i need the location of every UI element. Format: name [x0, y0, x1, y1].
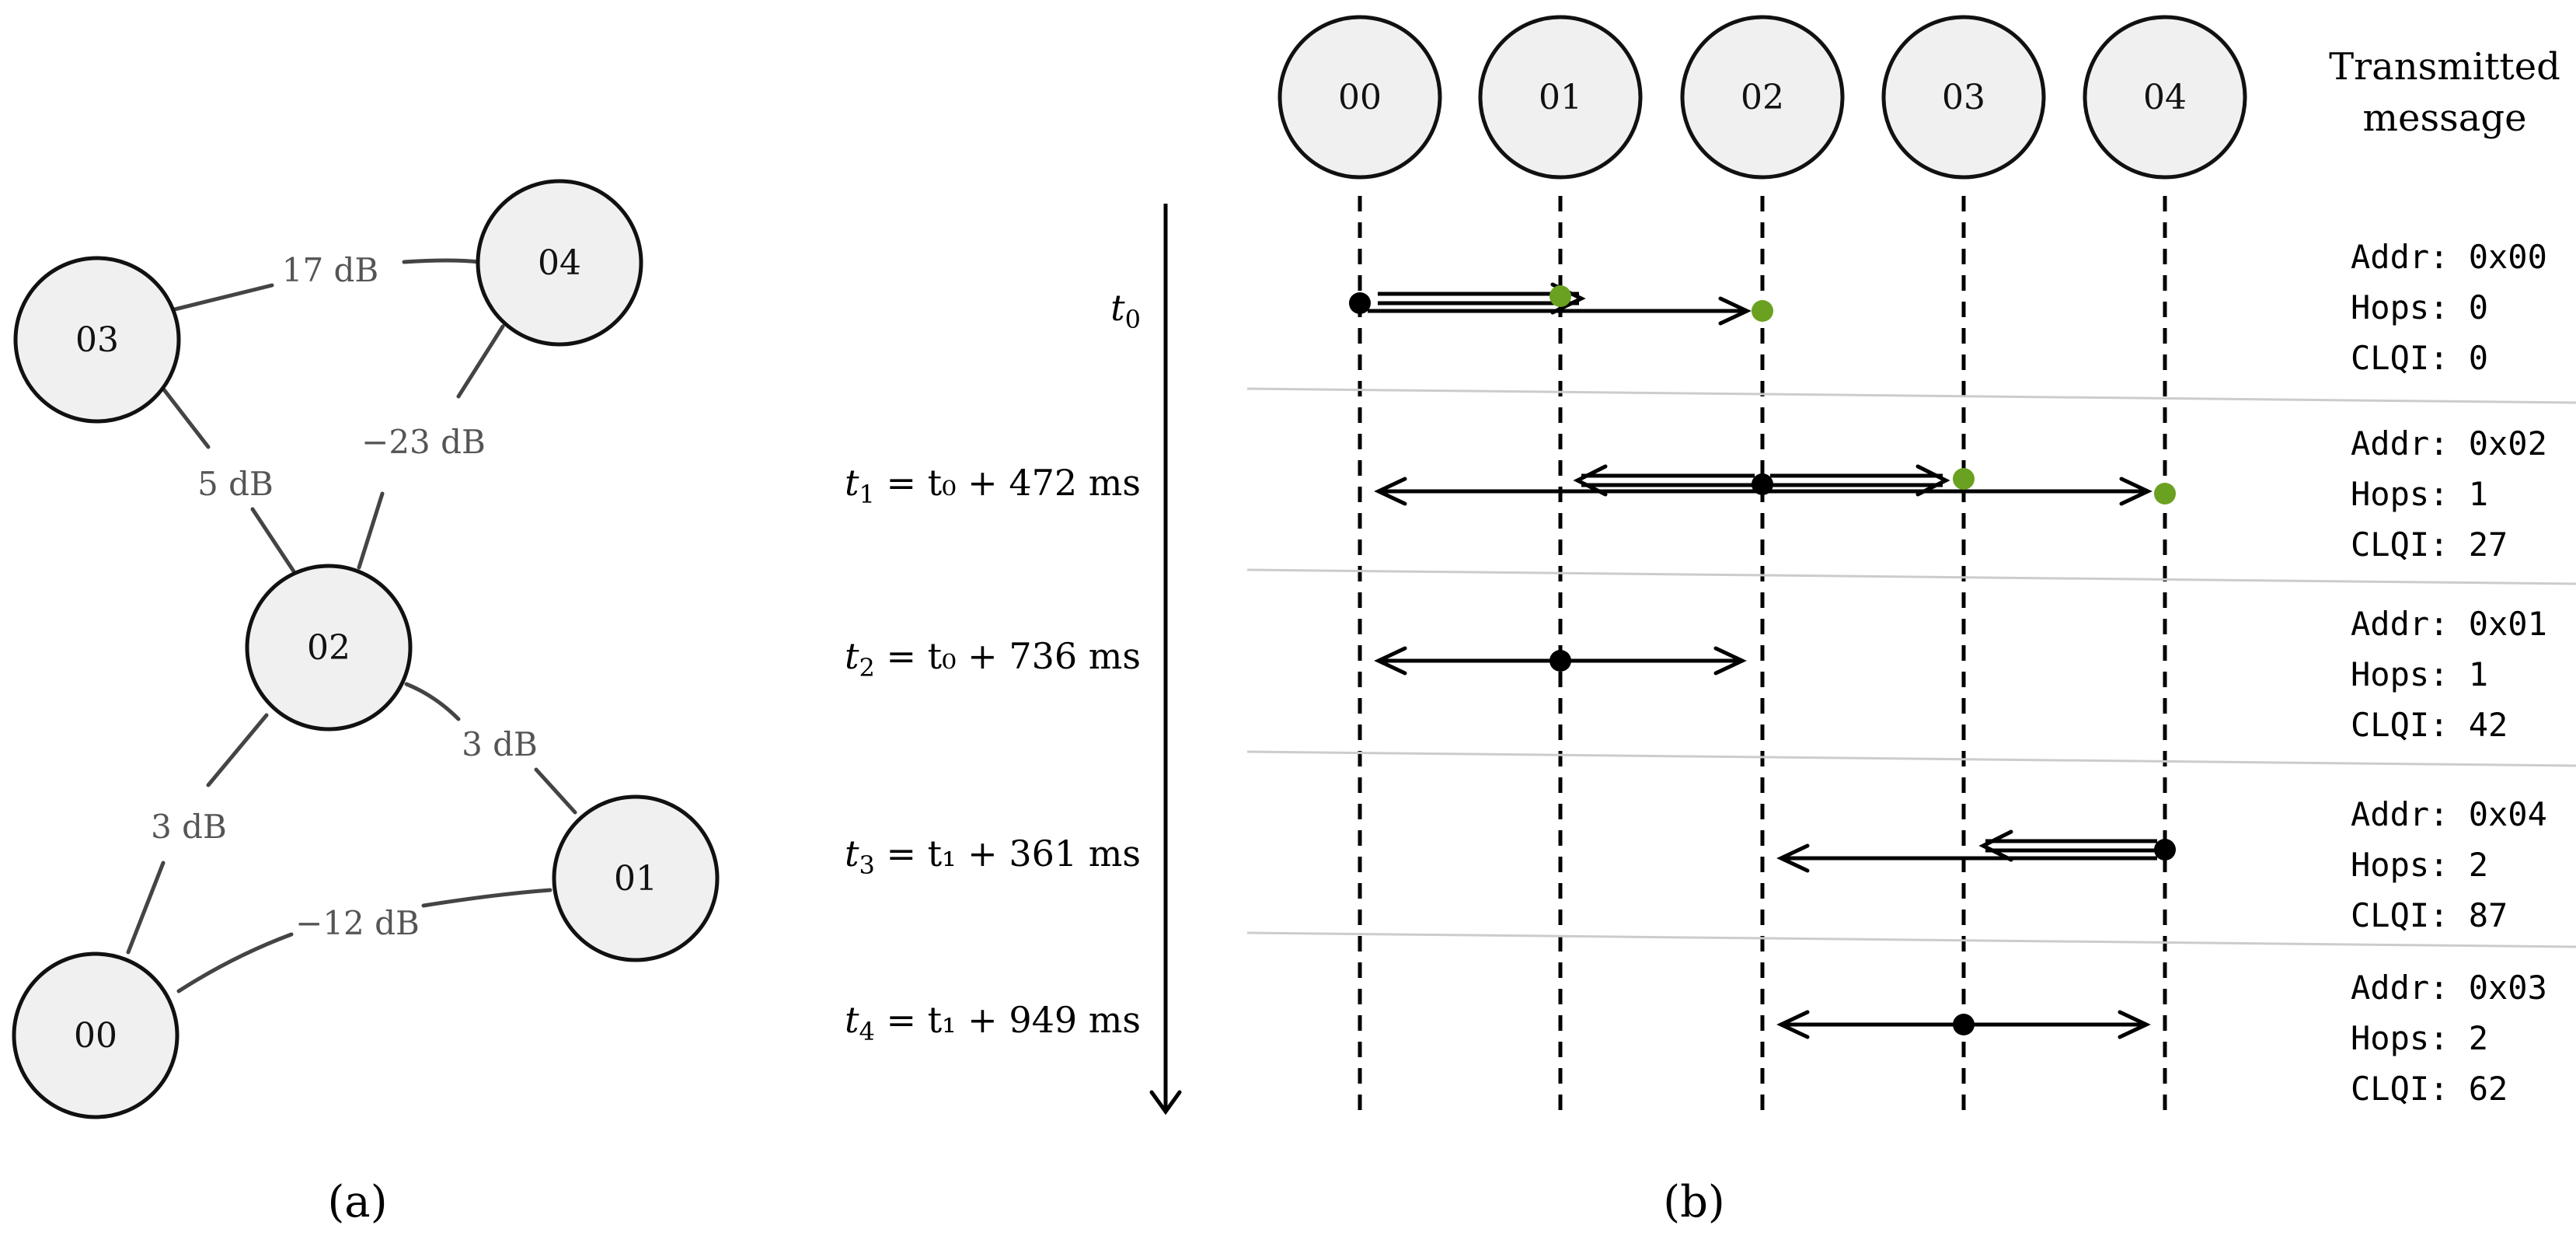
time-label-t1: t1 = t₀ + 472 ms: [845, 462, 1141, 509]
panel-a: 17 dB 5 dB −23 dB 3 dB 3 dB −12 dB 03 04…: [12, 179, 720, 1227]
edge-label-04-02: −23 dB: [361, 423, 486, 461]
arrows-t3: [1776, 829, 2176, 873]
time-label-t2: t2 = t₀ + 736 ms: [845, 635, 1141, 683]
graph-node-label: 04: [538, 243, 581, 283]
time-label-t3: t3 = t₁ + 361 ms: [845, 833, 1141, 880]
timeline-node-00: 00: [1278, 15, 1442, 180]
graph-node-02: 02: [245, 564, 413, 731]
graph-node-label: 03: [75, 320, 119, 360]
message-addr: Addr: 0x04: [2351, 795, 2547, 833]
separator-1: [1246, 387, 2576, 404]
timeline-node-02: 02: [1680, 15, 1845, 180]
message-hops: Hops: 2: [2351, 846, 2488, 884]
timeline-node-01: 01: [1478, 15, 1643, 180]
timeline-node-label: 04: [2143, 78, 2187, 117]
message-t3: Addr: 0x04 Hops: 2 CLQI: 87: [2351, 795, 2547, 934]
message-t4: Addr: 0x03 Hops: 2 CLQI: 62: [2351, 969, 2547, 1108]
message-clqi: CLQI: 0: [2351, 339, 2488, 377]
caption-b: (b): [1663, 1177, 1725, 1227]
edge-04-02-bottom: [357, 491, 385, 570]
sender-dot: [2154, 839, 2176, 861]
caption-a: (a): [327, 1177, 387, 1227]
sender-dot: [1752, 473, 1773, 495]
receiver-dot: [1953, 468, 1975, 490]
sender-dot: [1549, 650, 1571, 672]
edge-03-04-right: [402, 258, 482, 264]
message-hops: Hops: 1: [2351, 475, 2488, 513]
arrows-t2: [1374, 646, 1747, 676]
timeline-node-04: 04: [2083, 15, 2247, 180]
edge-02-00-bottom: [126, 861, 166, 955]
message-clqi: CLQI: 62: [2351, 1070, 2508, 1108]
edge-00-01-left: [176, 932, 294, 993]
sender-dot: [1349, 292, 1371, 314]
message-hops: Hops: 1: [2351, 655, 2488, 693]
graph-node-01: 01: [552, 794, 720, 962]
edge-label-02-00: 3 dB: [151, 808, 227, 846]
graph-node-label: 02: [307, 628, 350, 668]
separator-3: [1246, 750, 2576, 767]
edge-label-02-01: 3 dB: [462, 725, 538, 763]
message-addr: Addr: 0x03: [2351, 969, 2547, 1007]
timeline-node-label: 02: [1741, 78, 1784, 117]
edge-label-03-02: 5 dB: [197, 465, 274, 503]
receiver-dot: [1549, 285, 1571, 307]
separator-4: [1246, 931, 2576, 948]
message-t0: Addr: 0x00 Hops: 0 CLQI: 0: [2351, 238, 2547, 377]
message-hops: Hops: 2: [2351, 1019, 2488, 1057]
edge-03-02-bottom: [250, 507, 296, 574]
message-addr: Addr: 0x01: [2351, 605, 2547, 643]
edge-label-00-01: −12 dB: [295, 904, 420, 942]
header-line-1: Transmitted: [2329, 45, 2560, 89]
graph-node-00: 00: [12, 951, 180, 1119]
message-addr: Addr: 0x00: [2351, 238, 2547, 276]
edge-00-01-right: [421, 888, 552, 908]
edge-label-03-04: 17 dB: [282, 251, 379, 289]
timeline-node-label: 03: [1942, 78, 1985, 117]
message-t1: Addr: 0x02 Hops: 1 CLQI: 27: [2351, 424, 2547, 564]
panel-b: 00 01 02 03 04 Transmitted message: [845, 15, 2576, 1227]
graph-node-label: 00: [74, 1016, 117, 1056]
message-clqi: CLQI: 42: [2351, 706, 2508, 744]
message-hops: Hops: 0: [2351, 288, 2488, 326]
edge-02-01-bottom: [534, 767, 577, 815]
timeline-node-label: 01: [1539, 78, 1582, 117]
timeline-node-03: 03: [1881, 15, 2046, 180]
header-line-2: message: [2363, 96, 2527, 140]
receiver-dot: [1752, 300, 1773, 322]
time-label-t0: t0: [1110, 287, 1141, 334]
edge-04-02-top: [456, 324, 505, 399]
arrows-t0: [1349, 282, 1773, 326]
time-axis-arrowhead: [1149, 1090, 1182, 1116]
edge-03-02-top: [153, 376, 211, 449]
receiver-dot: [2154, 483, 2176, 505]
graph-node-03: 03: [13, 256, 181, 424]
arrows-t4: [1776, 1010, 2151, 1039]
sender-dot: [1953, 1014, 1975, 1035]
time-label-t4: t4 = t₁ + 949 ms: [845, 999, 1141, 1046]
timeline-node-label: 00: [1338, 78, 1382, 117]
arrows-t1: [1374, 464, 2176, 506]
graph-node-04: 04: [476, 179, 643, 347]
separator-2: [1246, 568, 2576, 585]
edge-02-00-top: [206, 713, 269, 787]
graph-node-label: 01: [614, 859, 657, 899]
message-t2: Addr: 0x01 Hops: 1 CLQI: 42: [2351, 605, 2547, 744]
message-addr: Addr: 0x02: [2351, 424, 2547, 463]
message-clqi: CLQI: 27: [2351, 525, 2508, 564]
edge-02-01-top: [404, 682, 461, 721]
message-clqi: CLQI: 87: [2351, 896, 2508, 934]
